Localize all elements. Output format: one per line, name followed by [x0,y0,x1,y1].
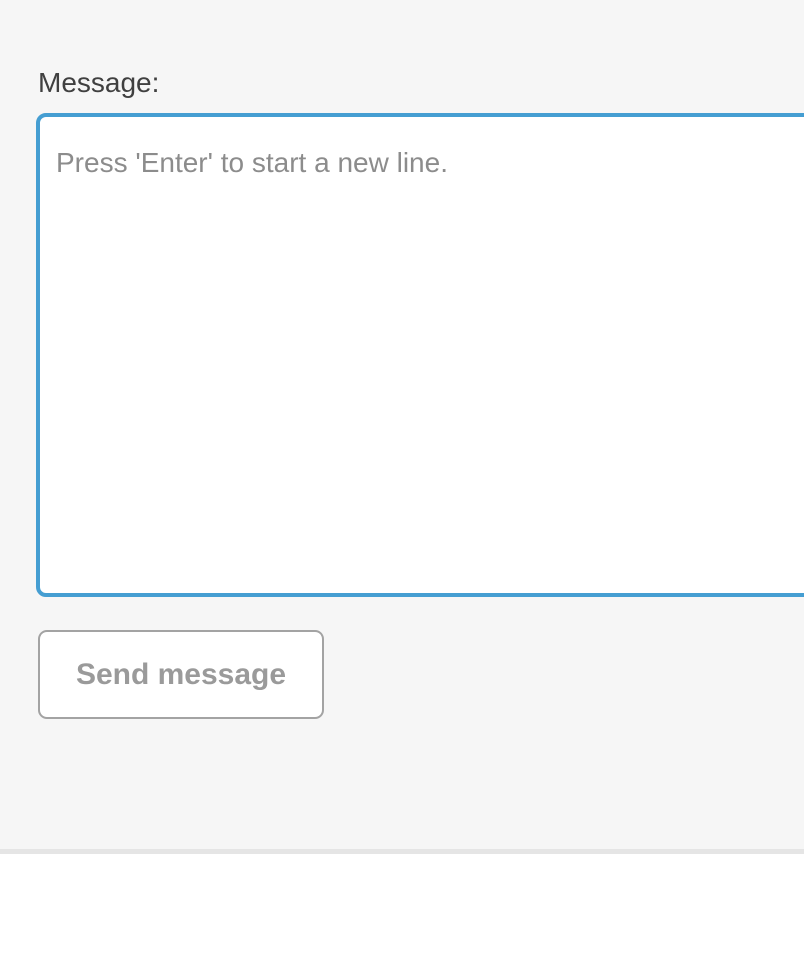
panel-bottom-divider [0,849,804,854]
page-footer-area [0,854,804,980]
send-message-button[interactable]: Send message [38,630,324,719]
message-label: Message: [38,67,160,98]
message-textarea[interactable] [36,113,804,597]
message-form-group: Message: Send message [36,67,804,719]
message-form-panel: Message: Send message [36,67,804,719]
